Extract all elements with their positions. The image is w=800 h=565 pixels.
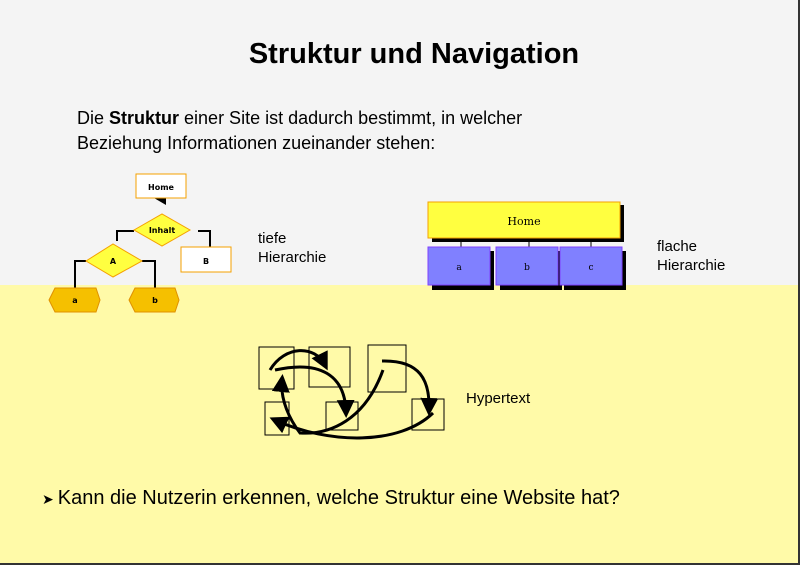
node-inhalt	[132, 213, 192, 247]
node-b-label: b	[152, 296, 158, 305]
hypertext-diagram	[258, 344, 445, 440]
node-A-label: A	[110, 257, 117, 266]
question-bullet: ➤Kann die Nutzerin erkennen, welche Stru…	[42, 487, 620, 510]
node-home	[135, 173, 187, 199]
arrow-bullet-icon: ➤	[42, 491, 54, 507]
intro-post: einer Site ist dadurch bestimmt, in welc…	[179, 108, 523, 128]
node-a-label: a	[72, 296, 77, 305]
node-home-label: Home	[148, 183, 175, 192]
intro-line2: Beziehung Informationen zueinander stehe…	[77, 133, 436, 153]
flat-node-b-label: b	[524, 263, 530, 273]
hypertext-label: Hypertext	[466, 390, 531, 407]
intro-pre: Die	[77, 108, 110, 128]
intro-text: Die Struktur einer Site ist dadurch best…	[77, 106, 522, 156]
node-B-label: B	[203, 257, 209, 266]
flat-node-a-label: a	[456, 263, 462, 273]
node-b	[128, 287, 180, 313]
flat-node-c	[559, 246, 623, 286]
intro-bold: Struktur	[109, 108, 180, 128]
node-inhalt-label: Inhalt	[149, 226, 176, 235]
flat-node-b	[495, 246, 559, 286]
flat-node-home	[427, 201, 621, 239]
flat-hierarchy-diagram: Home a b c	[427, 201, 626, 290]
slide-title: Struktur und Navigation	[248, 38, 580, 70]
node-a	[48, 287, 101, 313]
flat-node-home-label: Home	[507, 215, 540, 228]
flat-node-a	[427, 246, 491, 286]
deep-hierarchy-diagram: Home Inhalt B A a b	[48, 173, 232, 313]
flat-node-c-label: c	[588, 263, 593, 273]
node-B	[180, 246, 232, 273]
question-text: Kann die Nutzerin erkennen, welche Struk…	[57, 487, 620, 509]
slide-lower-background	[0, 285, 798, 563]
node-A	[85, 243, 144, 278]
